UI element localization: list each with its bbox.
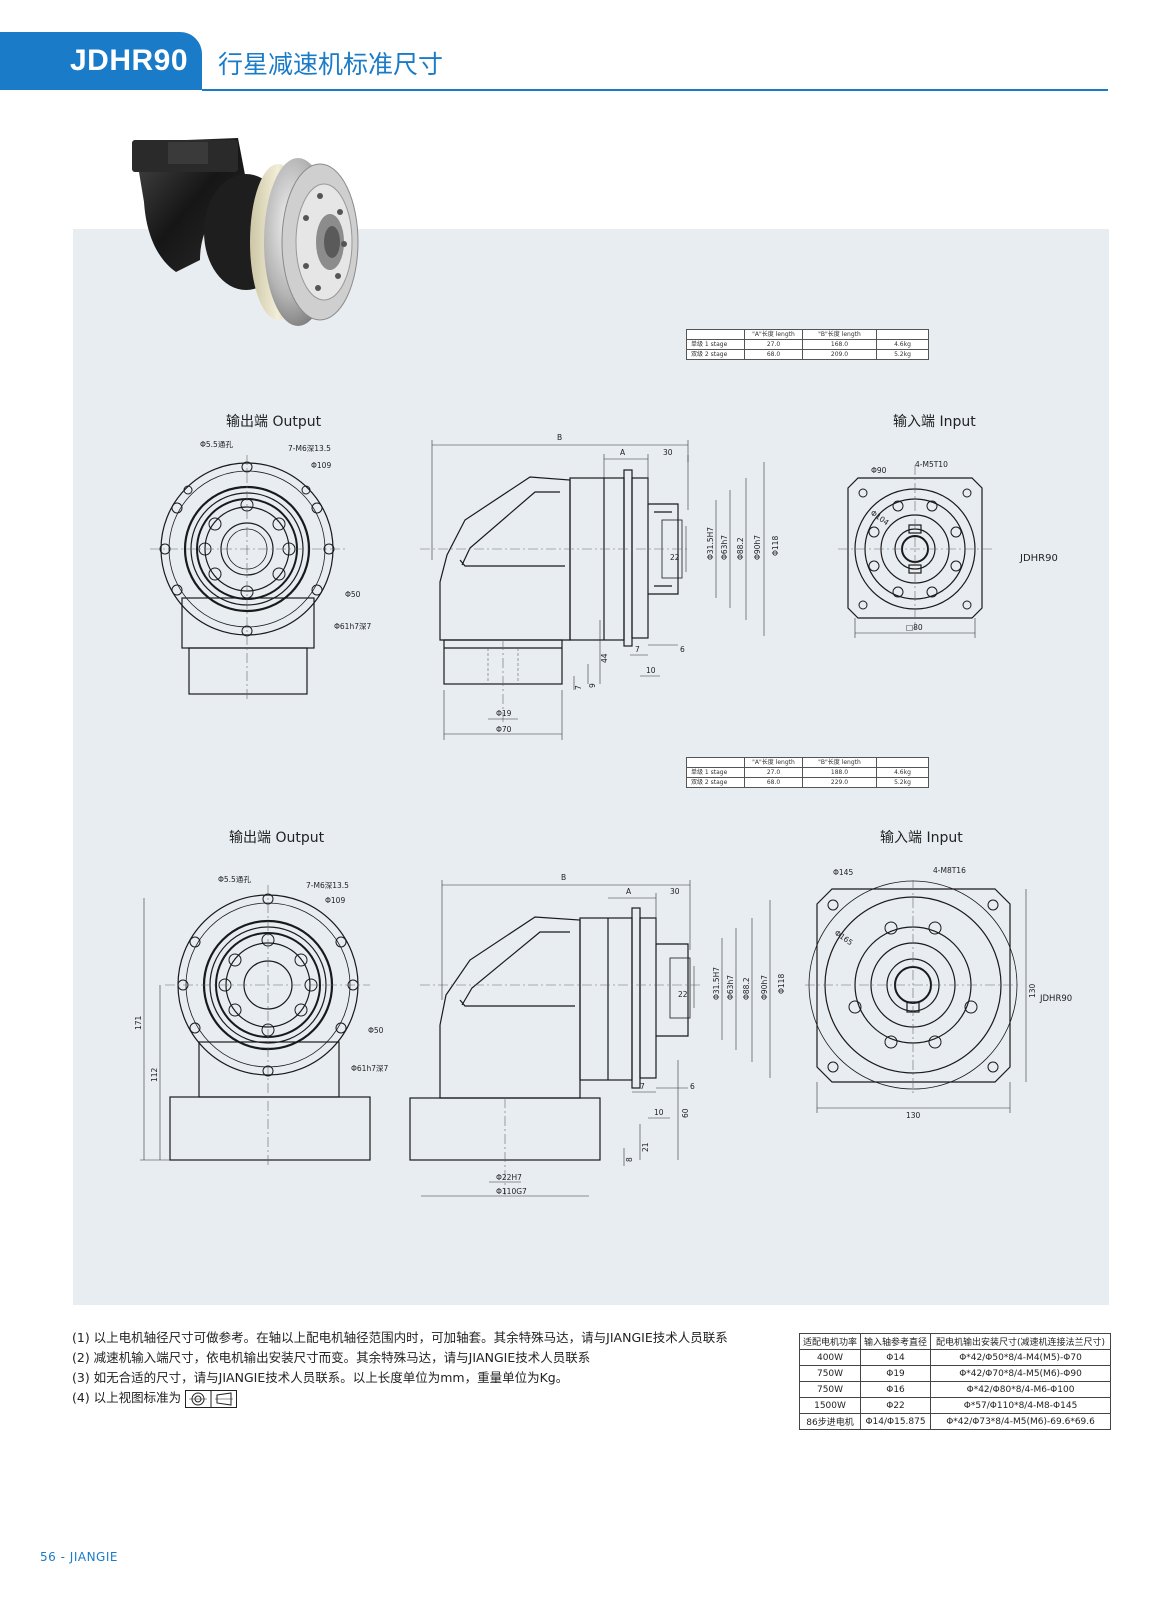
page-footer: 56 - JIANGIE bbox=[40, 1550, 118, 1564]
input-view-label-1: 输入端 Input bbox=[893, 414, 976, 430]
note-line: (4) 以上视图标准为 bbox=[72, 1390, 182, 1405]
model-tag-1: JDHR90 bbox=[1019, 553, 1058, 564]
table-row: 400W Φ14 Φ*42/Φ50*8/4-M4(M5)-Φ70 bbox=[798, 1349, 1112, 1366]
dim-text: 22 bbox=[678, 990, 688, 999]
dim-text: Φ118 bbox=[777, 974, 786, 994]
motor-adapter-table: 适配电机功率 输入轴参考直径 配电机输出安装尺寸(减速机连接法兰尺寸) 400W… bbox=[798, 1333, 1112, 1430]
dim-text: Φ61h7深7 bbox=[351, 1064, 388, 1073]
table-row: 单级 1 stage 27.0 188.0 4.6kg bbox=[686, 767, 929, 778]
dim-text: Φ22H7 bbox=[496, 1173, 522, 1182]
page-title: 行星减速机标准尺寸 bbox=[218, 50, 444, 79]
dim-text: Φ118 bbox=[771, 536, 780, 556]
dim-text: Φ165 bbox=[833, 928, 855, 947]
dim-text: 8 bbox=[625, 1157, 634, 1162]
table-row: 750W Φ19 Φ*42/Φ70*8/4-M5(M6)-Φ90 bbox=[798, 1365, 1112, 1382]
dim-text: 171 bbox=[134, 1015, 143, 1030]
output-view-label-2: 输出端 Output bbox=[229, 830, 325, 846]
dim-text: Φ31.5H7 bbox=[706, 527, 715, 560]
projection-symbol-icon bbox=[185, 1389, 238, 1408]
table-header-row: 适配电机功率 输入轴参考直径 配电机输出安装尺寸(减速机连接法兰尺寸) bbox=[798, 1333, 1112, 1350]
gearbox-photo bbox=[132, 138, 359, 326]
dim-text: 4-M8T16 bbox=[933, 866, 966, 875]
model-tab: JDHR90 bbox=[0, 32, 202, 90]
side-view-2 bbox=[409, 907, 691, 1161]
dim-text: 22 bbox=[670, 553, 680, 562]
dim-text: 7 bbox=[640, 1082, 645, 1091]
dim-text: Φ90 bbox=[871, 466, 887, 475]
table-row: 86步进电机 Φ14/Φ15.875 Φ*42/Φ73*8/4-M5(M6)-6… bbox=[798, 1413, 1112, 1430]
dim-text: Φ104 bbox=[869, 508, 891, 527]
dim-text: A bbox=[626, 887, 632, 896]
dim-text: 6 bbox=[690, 1082, 695, 1091]
dim-text: 7 bbox=[635, 645, 640, 654]
dim-text: 130 bbox=[906, 1111, 921, 1120]
side-view-1 bbox=[439, 469, 683, 685]
dim-text: 10 bbox=[654, 1108, 664, 1117]
dim-text: 21 bbox=[641, 1142, 650, 1152]
dim-text: 6 bbox=[680, 645, 685, 654]
dim-text: Φ70 bbox=[496, 725, 512, 734]
dim-text: Φ88.2 bbox=[742, 977, 751, 1000]
dim-text: Φ5.5通孔 bbox=[200, 439, 233, 449]
model-tag-2: JDHR90 bbox=[1039, 994, 1072, 1004]
dim-text: Φ90h7 bbox=[760, 975, 769, 1000]
dim-text: Φ19 bbox=[496, 709, 512, 718]
footer-separator: - bbox=[60, 1550, 66, 1564]
dim-text: 30 bbox=[663, 448, 673, 457]
input-view-label-2: 输入端 Input bbox=[880, 830, 963, 846]
dim-text: Φ63h7 bbox=[726, 975, 735, 1000]
dim-text: Φ50 bbox=[368, 1026, 384, 1035]
dim-text: 7-M6深13.5 bbox=[288, 444, 331, 453]
dim-text: 130 bbox=[1028, 983, 1037, 998]
dim-text: Φ145 bbox=[833, 868, 853, 877]
dim-text: Φ5.5通孔 bbox=[218, 874, 251, 884]
length-table-1: "A"长度 length "B"长度 length 单级 1 stage 27.… bbox=[686, 329, 929, 360]
dim-text: 44 bbox=[600, 653, 609, 663]
side-view-1-dims bbox=[431, 440, 765, 740]
dim-text: Φ50 bbox=[345, 590, 361, 599]
dim-text: 9 bbox=[588, 683, 597, 688]
dim-text: A bbox=[620, 448, 626, 457]
note-line: (2) 减速机输入端尺寸，依电机输出安装尺寸而变。其余特殊马达，请与JIANGI… bbox=[72, 1350, 591, 1365]
table-row: 双级 2 stage 68.0 209.0 5.2kg bbox=[686, 349, 929, 360]
table-row: 750W Φ16 Φ*42/Φ80*8/4-M6-Φ100 bbox=[798, 1381, 1112, 1398]
dim-text: Φ63h7 bbox=[720, 535, 729, 560]
footer-brand: JIANGIE bbox=[69, 1550, 118, 1564]
dim-text: 30 bbox=[670, 887, 680, 896]
dim-text: B bbox=[561, 873, 566, 882]
dim-text: Φ31.5H7 bbox=[712, 967, 721, 1000]
dim-text: Φ109 bbox=[311, 461, 331, 470]
output-view-label-1: 输出端 Output bbox=[226, 414, 322, 430]
dim-text: 4-M5T10 bbox=[915, 460, 948, 469]
table-row: 双级 2 stage 68.0 229.0 5.2kg bbox=[686, 777, 929, 788]
dim-text: B bbox=[557, 433, 562, 442]
dim-text: 60 bbox=[681, 1108, 690, 1118]
dim-text: Φ109 bbox=[325, 896, 345, 905]
note-line: (3) 如无合适的尺寸，请与JIANGIE技术人员联系。以上长度单位为mm，重量… bbox=[72, 1370, 569, 1385]
table-row: 1500W Φ22 Φ*57/Φ110*8/4-M8-Φ145 bbox=[798, 1397, 1112, 1414]
dim-text: 10 bbox=[646, 666, 656, 675]
dim-text: 7-M6深13.5 bbox=[306, 881, 349, 890]
length-table-2: "A"长度 length "B"长度 length 单级 1 stage 27.… bbox=[686, 757, 929, 788]
dim-text: Φ61h7深7 bbox=[334, 622, 371, 631]
header-rule bbox=[202, 89, 1108, 91]
drawing-panel bbox=[73, 229, 1109, 1305]
dim-text: 112 bbox=[150, 1067, 159, 1082]
dim-text: Φ110G7 bbox=[496, 1187, 527, 1196]
model-title: JDHR90 bbox=[70, 44, 189, 77]
page-number: 56 bbox=[40, 1550, 57, 1564]
dim-text: □80 bbox=[906, 623, 923, 632]
notes-block: (1) 以上电机轴径尺寸可做参考。在轴以上配电机轴径范围内时，可加轴套。其余特殊… bbox=[72, 1328, 728, 1408]
dim-text: Φ88.2 bbox=[736, 537, 745, 560]
dim-text: 7 bbox=[574, 685, 583, 690]
note-line: (1) 以上电机轴径尺寸可做参考。在轴以上配电机轴径范围内时，可加轴套。其余特殊… bbox=[72, 1330, 728, 1345]
dim-text: Φ90h7 bbox=[753, 535, 762, 560]
